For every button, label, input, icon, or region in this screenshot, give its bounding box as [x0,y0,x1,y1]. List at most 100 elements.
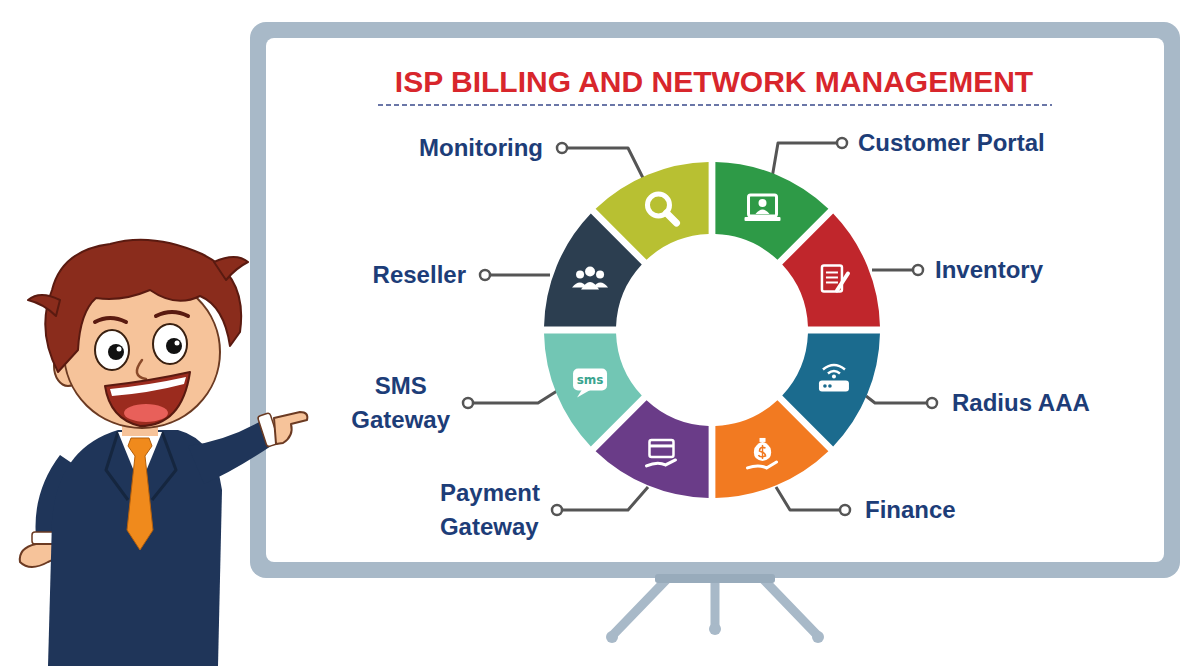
presenter-figure-part [214,257,248,280]
presenter-figure-part [48,430,222,666]
presenter-figure-part [166,338,182,354]
icon-part [826,281,838,283]
ring-segment: Reseller [542,209,647,333]
segment-outline [710,395,833,500]
icon-part [573,369,607,391]
leader-dots-part [913,265,923,275]
icon-part [828,371,840,374]
icon-part [754,442,771,461]
ring-segment: Finance [710,395,833,500]
icon-part [581,282,599,290]
segment-shape [596,400,709,498]
icon-part [745,217,781,221]
presenter-figure-part [105,372,190,426]
presenter-figure-part [117,347,122,352]
segment-icon [748,438,777,468]
icon-text: sms [577,373,604,387]
icon-part [756,210,770,215]
presenter-figure-part [108,344,124,360]
icon-part [828,384,832,388]
presenter-figure-part [127,438,153,550]
icon-part [649,440,673,457]
whiteboard-part [606,631,618,643]
segment-label: Payment Gateway [440,476,540,544]
diagram-title: ISP BILLING AND NETWORK MANAGEMENT [395,64,1033,100]
icon-part [666,213,676,223]
whiteboard-part [711,578,720,628]
leader-lines-part [866,396,927,403]
icon-part [837,273,848,290]
icon-part [826,276,838,278]
presenter-figure-part [175,341,180,346]
icon-part [577,390,591,398]
segment-label: Inventory [935,253,1043,287]
segment-icon [573,369,607,398]
icon-part [760,438,766,442]
presenter-figure-part [110,377,186,396]
leader-lines-part [562,487,648,510]
segment-outline [542,209,647,333]
icon-part [826,271,838,273]
icon-part [649,444,673,447]
presenter-figure-part [156,312,188,316]
segment-shape [782,214,880,327]
leader-dots-part [927,398,937,408]
leader-dots-part [557,143,567,153]
presenter-figure-part [95,318,126,322]
whiteboard [250,22,1180,643]
icon-part [596,270,604,278]
segment-icon [819,365,849,392]
icon-part [748,462,777,468]
presenter-figure-part [153,324,187,364]
title-underline-part [378,104,1052,106]
leader-lines-part [473,391,557,403]
segment-label: Finance [865,493,956,527]
leader-lines-part [490,274,550,277]
ring-segment: Inventory [777,209,882,332]
whiteboard-part [655,574,775,583]
segment-shape [544,214,642,327]
whiteboard-part [812,631,824,643]
segment-label: SMS Gateway [351,369,450,437]
icon-part [762,445,763,459]
leader-dots-part [840,505,850,515]
leader-dots-part [463,398,473,408]
presenter-figure [20,240,308,666]
segment-icon [745,195,781,221]
leader-dots-part [552,505,562,515]
leader-dots [463,138,937,515]
leader-dots-part [480,270,490,280]
leader-lines-part [772,143,837,178]
presenter-figure-part [124,404,168,422]
whiteboard-part [266,38,1164,562]
icon-part [749,195,777,216]
leader-lines-part [872,269,913,272]
segment-shape [715,400,828,498]
icon-part [823,384,827,388]
icon-part [832,375,836,379]
whiteboard-part [612,578,668,636]
segment-outline [591,395,715,500]
segment-outline [777,209,882,332]
leader-lines-part [567,148,645,182]
leader-lines-part [776,487,840,510]
segment-icon [647,194,676,223]
segment-label: Monitoring [419,131,543,165]
segment-label: Radius AAA [952,386,1090,420]
whiteboard-part [709,623,721,635]
leader-lines [473,143,927,510]
presenter-figure-part [274,412,307,444]
icon-part [759,199,767,207]
icon-part [576,270,584,278]
icon-part [646,460,675,466]
segment-icon [822,265,848,291]
leader-dots-part [837,138,847,148]
ring-segment: Payment Gateway [591,395,715,500]
presenter-figure-part [28,295,60,316]
presenter-figure-part [45,240,241,372]
title-underline [378,105,1052,106]
